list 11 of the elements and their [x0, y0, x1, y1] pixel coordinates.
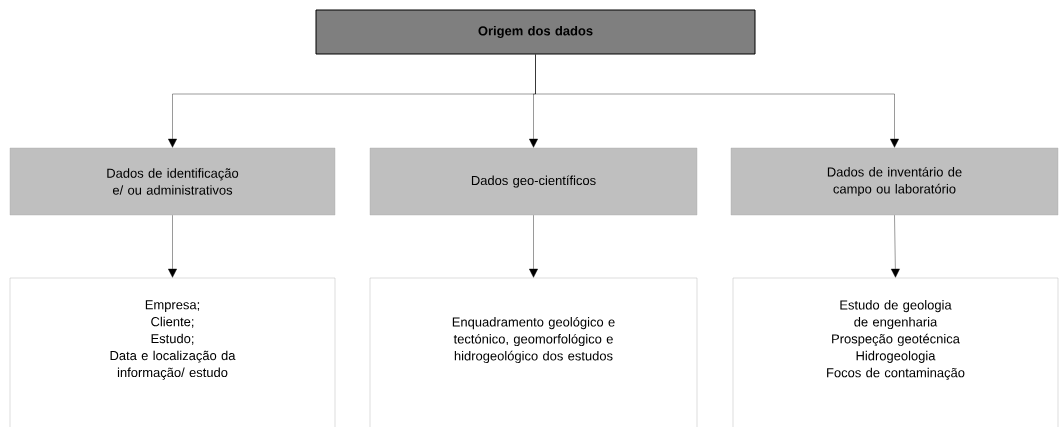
- arrow: [168, 215, 177, 278]
- title-box: Origem dos dados: [315, 9, 756, 55]
- arrow: [535, 54, 899, 148]
- content-box: Empresa; Cliente; Estudo; Data e localização da informação/ estudo: [9, 277, 336, 427]
- arrow: [529, 215, 538, 278]
- arrow: [890, 215, 900, 278]
- content-box: Enquadramento geológico e tectónico, geomorfológico e hidrogeológico dos estudos: [369, 277, 698, 427]
- category-box: Dados geo-científicos: [369, 147, 698, 216]
- content-box: Estudo de geologia de engenharia Prospeção geotécnica Hidrogeologia Focos de contaminação: [732, 277, 1059, 427]
- category-box: Dados de identificação e/ ou administrativos: [9, 147, 336, 216]
- category-box: Dados de inventário de campo ou laboratório: [730, 147, 1059, 216]
